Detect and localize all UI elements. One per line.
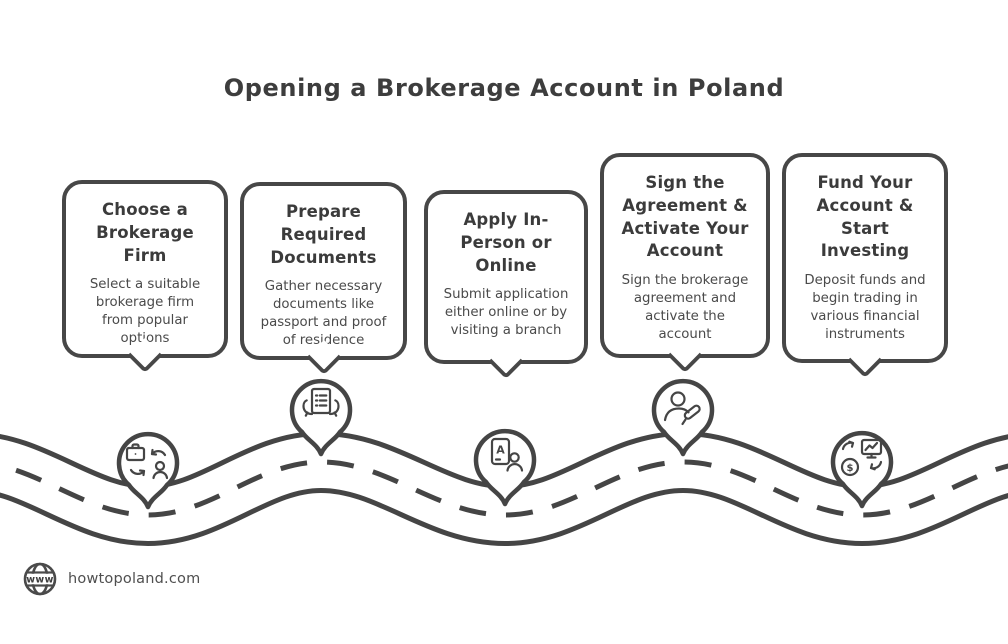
- application-card-person-icon: A: [490, 437, 524, 472]
- briefcase-person-exchange-icon: [125, 443, 169, 480]
- step-description: Gather necessary documents like passport…: [260, 279, 387, 348]
- step-bubble-choose-firm: Choose a Brokerage Firm Select a suitabl…: [62, 180, 228, 374]
- step-bubble-prepare-documents: Prepare Required Documents Gather necess…: [240, 182, 407, 376]
- step-description: Deposit funds and begin trading in vario…: [804, 273, 926, 342]
- step-description: Sign the brokerage agreement and activat…: [621, 273, 749, 342]
- person-signing-pen-icon: [663, 391, 701, 426]
- svg-text:$: $: [847, 463, 854, 474]
- www-globe-icon: www: [23, 562, 57, 596]
- step-bubble-apply: Apply In- Person or Online Submit applic…: [424, 190, 588, 380]
- step-title: Sign the Agreement & Activate Your Accou…: [621, 173, 749, 261]
- map-pin-apply: A: [473, 428, 537, 507]
- svg-text:www: www: [26, 575, 54, 586]
- step-title: Choose a Brokerage Firm: [96, 200, 194, 265]
- hands-holding-document-icon: [302, 387, 340, 417]
- step-title: Apply In- Person or Online: [460, 210, 552, 275]
- road-surface: [0, 435, 1008, 542]
- map-pin-sign-agreement: [651, 378, 715, 457]
- step-title: Fund Your Account & Start Investing: [816, 173, 914, 261]
- step-title: Prepare Required Documents: [270, 202, 377, 267]
- step-description: Submit application either online or by v…: [443, 287, 569, 338]
- map-pin-fund-invest: $: [830, 430, 894, 509]
- step-bubble-fund-invest: Fund Your Account & Start Investing Depo…: [782, 153, 948, 379]
- footer-branding: www howtopoland.com: [22, 561, 200, 597]
- step-description: Select a suitable brokerage firm from po…: [89, 277, 201, 345]
- page-title: Opening a Brokerage Account in Poland: [223, 74, 785, 102]
- map-pin-choose-firm: [116, 431, 180, 510]
- site-label: howtopoland.com: [68, 571, 201, 587]
- money-investment-exchange-icon: $: [840, 438, 883, 477]
- step-bubble-sign-agreement: Sign the Agreement & Activate Your Accou…: [600, 153, 770, 374]
- svg-text:A: A: [496, 444, 505, 457]
- map-pin-prepare-documents: [289, 378, 353, 457]
